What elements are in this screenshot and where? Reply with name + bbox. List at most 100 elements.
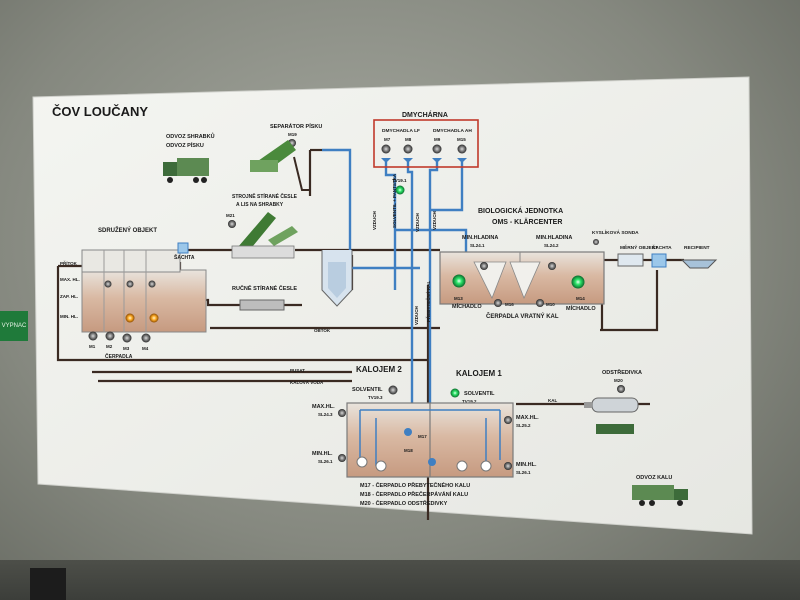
svg-text:M4: M4 xyxy=(142,346,149,351)
sand-separator-icon xyxy=(250,140,296,172)
sand-removal-label: ODVOZ PÍSKU xyxy=(166,141,204,149)
pump-m3[interactable]: M3 xyxy=(122,333,132,352)
oxygen-probe xyxy=(593,239,599,245)
mechanical-screen-icon xyxy=(231,212,298,259)
centrifuge-label: ODSTŘEDIVKA xyxy=(602,368,642,376)
shaft-2-icon xyxy=(651,253,667,268)
svg-text:M1: M1 xyxy=(89,344,96,349)
motor-m21-label: M21 xyxy=(226,213,235,218)
max-level-left-label: MAX.HL. xyxy=(312,404,335,410)
bypass-label: OBTOK xyxy=(314,328,331,333)
centrifuge-motor-m20[interactable] xyxy=(617,385,625,393)
return-sludge-pumps-label: ČERPADLA VRATNÝ KAL xyxy=(486,313,559,320)
solventil-2-label: SOLVENTIL xyxy=(352,387,383,393)
max-level-label: MAX. HL. xyxy=(60,277,80,282)
sand-trap-tank xyxy=(321,250,353,307)
manual-screen-icon xyxy=(239,299,285,311)
wall-switch-label: VYPNAC xyxy=(0,311,28,341)
legend-m17: M17 - ČERPADLO PŘEBYTEČNÉHO KALU xyxy=(360,481,470,489)
floor-shadow xyxy=(0,560,800,600)
air-label-2: VZDUCH xyxy=(415,213,420,232)
solventil-2-valve[interactable] xyxy=(388,385,398,395)
pump-m2[interactable]: M2 xyxy=(105,331,115,350)
sl24-3-label: SL24.3 xyxy=(318,412,333,417)
sl26-1-left-label: SL26.1 xyxy=(318,459,333,464)
air-label-1: VZDUCH xyxy=(372,211,377,230)
centrifuge-icon xyxy=(584,397,639,434)
pump-m1[interactable]: M1 xyxy=(88,331,98,350)
pusat-label: PUSAT xyxy=(290,368,305,373)
sludge-truck-icon xyxy=(632,485,688,506)
level-lamp-1 xyxy=(125,313,135,323)
level-sensor-3 xyxy=(148,280,156,288)
min-level-2-label: MIN.HLADINA xyxy=(536,235,572,241)
excess-sludge-label: PŘEBYTEČNÝ KAL xyxy=(424,280,431,322)
blower-room-frame xyxy=(373,119,479,168)
combined-object-label: SDRUŽENÝ OBJEKT xyxy=(98,226,157,234)
valve-tv19-1-label: TV19.1 xyxy=(392,178,407,183)
min-level-left-label: MIN.HL. xyxy=(312,451,333,457)
max-level-right-label: MAX.HL. xyxy=(516,415,539,421)
svg-text:M15: M15 xyxy=(457,137,466,142)
pump-m4[interactable]: M4 xyxy=(141,333,151,352)
mixer-m14-lamp[interactable] xyxy=(571,275,585,289)
level-sensor-sl24-1 xyxy=(480,262,488,270)
svg-text:M17: M17 xyxy=(418,434,427,439)
solventil-1-valve[interactable] xyxy=(450,388,460,398)
blower-m7[interactable]: M7 xyxy=(381,137,391,163)
tv19-2-label: TV19.2 xyxy=(462,399,477,404)
solventil-1-label: SOLVENTIL xyxy=(464,391,495,397)
pump-m17[interactable]: M17 xyxy=(404,428,427,439)
pump-m16[interactable] xyxy=(494,299,502,307)
waste-removal-label: ODVOZ SHRABKŮ xyxy=(166,132,215,140)
sludge-line-label: KAL xyxy=(548,398,557,403)
sl25-2-label: SL25.2 xyxy=(516,423,531,428)
measuring-object-label: MĚRNÝ OBJEKT xyxy=(620,243,658,251)
svg-text:M3: M3 xyxy=(123,346,130,351)
measuring-object-icon xyxy=(617,253,644,267)
inflow-label: PŘÍTOK xyxy=(60,259,78,266)
pump-m18[interactable]: M18 xyxy=(404,448,436,466)
level-sensor-right-min xyxy=(504,462,512,470)
blowers-ah-label: DMYCHADLA AH xyxy=(433,128,472,134)
manual-screen-label: RUČNĚ STÍRANÉ ČESLE xyxy=(232,284,297,292)
level-sensor-2 xyxy=(126,280,134,288)
sludge-water-label: KALOVÁ VODA xyxy=(290,379,324,385)
level-lamp-2 xyxy=(149,313,159,323)
mixer-1-label: MÍCHADLO xyxy=(452,302,482,310)
valve-tv19-1-lamp[interactable] xyxy=(395,185,405,195)
oxygen-probe-label: KYSLÍKOVÁ SONDA xyxy=(592,228,639,236)
svg-text:M2: M2 xyxy=(106,344,113,349)
blower-room-title: DMYCHÁRNA xyxy=(402,110,448,119)
sand-separator-label: SEPARÁTOR PÍSKU xyxy=(270,122,322,130)
blower-m8[interactable]: M8 xyxy=(403,137,413,163)
motor-m21[interactable] xyxy=(228,220,236,228)
mixer-m13-lamp[interactable] xyxy=(452,274,466,288)
sludge-tank-2-title: KALOJEM 2 xyxy=(356,365,402,374)
recipient-icon xyxy=(680,259,718,269)
m14-label: M14 xyxy=(576,296,585,301)
level-sensor-1 xyxy=(104,280,112,288)
sl24-2-label: SL24.2 xyxy=(544,243,559,248)
min-level-1-label: MIN.HLADINA xyxy=(462,235,498,241)
svg-text:M18: M18 xyxy=(404,448,413,453)
shaft-icon xyxy=(177,242,189,254)
sludge-removal-label: ODVOZ KALU xyxy=(636,475,672,481)
combined-object-tank xyxy=(81,249,207,333)
m16-label: M16 xyxy=(505,302,514,307)
truck-icon xyxy=(163,158,209,183)
blower-m15[interactable]: M15 xyxy=(457,137,467,163)
svg-text:M9: M9 xyxy=(434,137,441,142)
sludge-tanks xyxy=(346,402,514,478)
level-sensor-left-max xyxy=(338,409,346,417)
air-label-3: VZDUCH xyxy=(432,211,437,230)
diagram-panel xyxy=(32,76,753,535)
m13-label: M13 xyxy=(454,296,463,301)
blower-m9[interactable]: M9 xyxy=(432,137,442,163)
solventil-label: SOLVENTIL + PANTSTKA xyxy=(392,173,397,228)
shaft-2-label: ŠACHTA xyxy=(652,243,672,251)
pump-m10[interactable] xyxy=(536,299,544,307)
page-title: ČOV LOUČANY xyxy=(52,104,148,119)
sl26-1-right-label: SL26.1 xyxy=(516,470,531,475)
